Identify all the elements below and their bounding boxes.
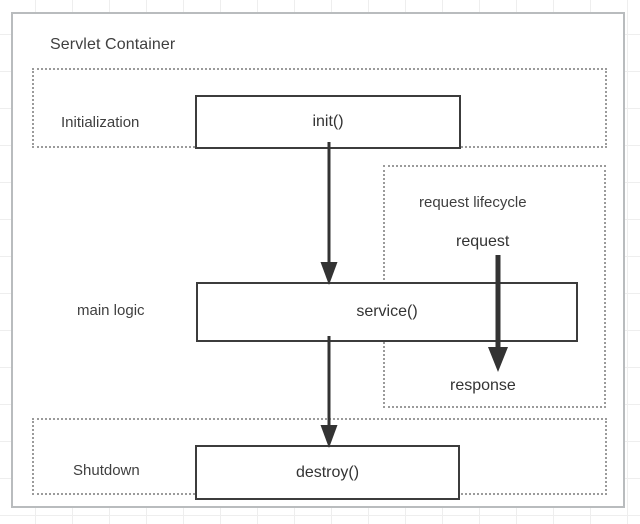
method-box-destroy-label: destroy() bbox=[295, 463, 360, 481]
section-label-request-lifecycle: request lifecycle bbox=[419, 194, 527, 211]
flow-label-response: response bbox=[450, 377, 516, 394]
servlet-container-box: Servlet Container Initialization main lo… bbox=[11, 12, 625, 508]
method-box-init-label: init() bbox=[312, 113, 344, 130]
arrow-service-to-destroy bbox=[320, 336, 338, 448]
section-label-initialization: Initialization bbox=[61, 114, 140, 131]
servlet-container-title: Servlet Container bbox=[50, 36, 176, 53]
arrow-init-to-service bbox=[320, 142, 338, 285]
method-box-destroy[interactable]: destroy() bbox=[195, 445, 460, 500]
section-label-main-logic: main logic bbox=[77, 302, 145, 319]
flow-label-request: request bbox=[456, 233, 510, 250]
section-label-shutdown: Shutdown bbox=[73, 462, 140, 479]
method-box-service[interactable]: service() bbox=[196, 282, 578, 342]
method-box-service-label: service() bbox=[356, 303, 418, 320]
method-box-init[interactable]: init() bbox=[195, 95, 461, 149]
arrow-request-to-response bbox=[488, 255, 508, 372]
